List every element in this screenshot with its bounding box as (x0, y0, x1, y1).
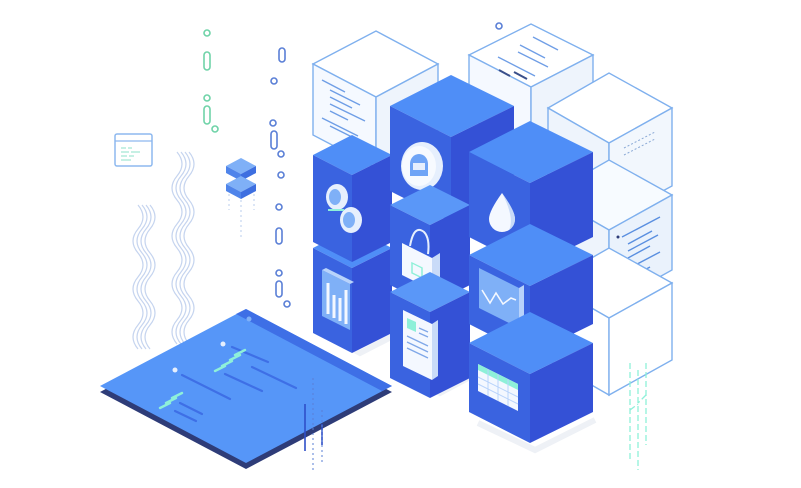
water-drop-icon (489, 193, 516, 232)
blue-cube-bar-chart (313, 228, 392, 353)
circuit-lines (629, 363, 647, 470)
blue-dot-column (269, 22, 503, 308)
blue-cube-document (390, 272, 470, 398)
bar-chart-icon (322, 268, 354, 330)
spreadsheet-icon (477, 364, 519, 411)
browser-window-icon (114, 133, 153, 167)
wave-lines (132, 151, 195, 350)
document-icon (403, 310, 438, 380)
stacked-blocks-icon (226, 158, 256, 240)
blue-cube-bag (390, 185, 470, 305)
blue-cube-location (313, 135, 392, 262)
bell-badge-icon (401, 142, 443, 190)
green-dot-column (203, 29, 219, 133)
location-pin-icon (326, 184, 362, 233)
blue-cube-spreadsheet (469, 312, 593, 443)
code-screen-slab (100, 309, 392, 470)
